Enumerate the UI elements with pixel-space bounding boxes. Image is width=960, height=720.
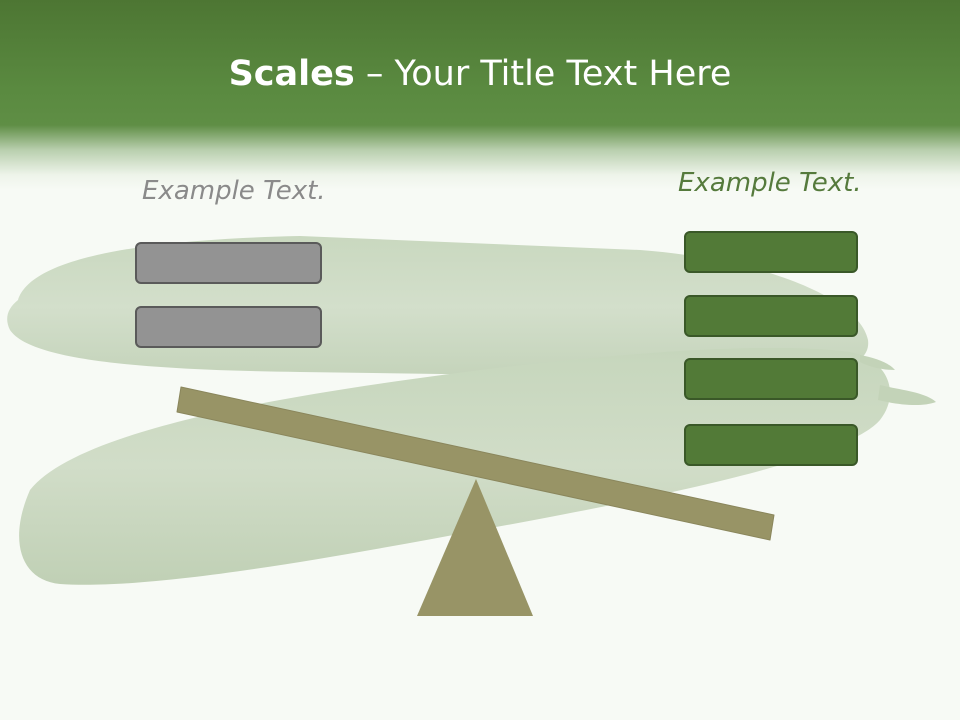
scale-fulcrum <box>417 479 533 616</box>
header-band <box>0 0 960 190</box>
left-box-2 <box>135 306 322 348</box>
right-box-3 <box>684 358 858 400</box>
right-box-4 <box>684 424 858 466</box>
left-label: Example Text. <box>142 176 326 206</box>
right-label: Example Text. <box>678 168 862 198</box>
left-box-1 <box>135 242 322 284</box>
scale-beam <box>176 386 775 541</box>
page-title: Scales – Your Title Text Here <box>0 50 960 98</box>
title-bold: Scales <box>228 54 355 94</box>
cucumber-stem <box>878 385 936 406</box>
cucumber-stem-top <box>860 355 895 370</box>
right-box-1 <box>684 231 858 273</box>
right-box-2 <box>684 295 858 337</box>
title-rest: – Your Title Text Here <box>354 54 732 94</box>
